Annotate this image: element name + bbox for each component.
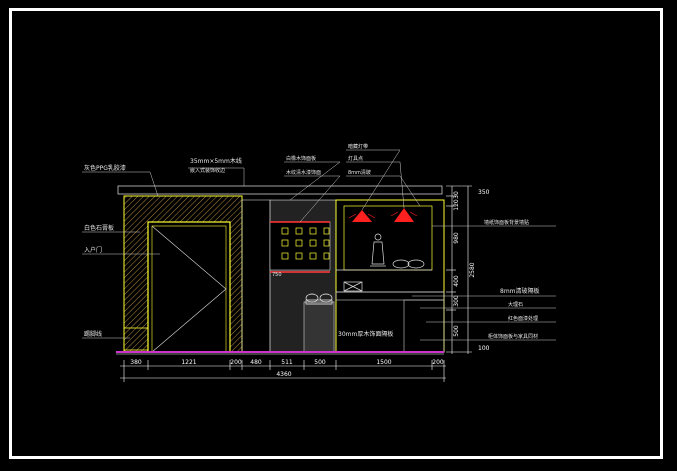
dim-label: 500 <box>314 359 326 366</box>
label-right3: 大理石 <box>508 301 523 308</box>
dimension-chain-right <box>446 185 472 354</box>
vase-decor <box>305 293 333 305</box>
label-left-mid1: 白色石膏板 <box>84 224 114 232</box>
spotlight-left-icon <box>348 210 376 222</box>
door-swing <box>151 225 227 353</box>
column-panel <box>241 199 271 353</box>
label-right1: 墙纸饰面板背景墙贴 <box>484 219 529 226</box>
label-right5: 柜体饰面板与家具同材 <box>488 333 538 340</box>
dim-label: 200 <box>432 359 444 366</box>
label-top-mid2: 白橡木饰面板 <box>286 155 316 162</box>
dim-label: 980 <box>453 232 460 244</box>
dim-label: 1500 <box>376 359 391 366</box>
leaders-right <box>412 225 556 341</box>
dim-label: 400 <box>453 275 460 287</box>
leaders-left <box>82 171 160 339</box>
counter-decor <box>343 281 363 292</box>
dim-total-label: 2580 <box>469 262 476 277</box>
dim-label: 350 <box>478 189 490 196</box>
dimension-labels-right: 30 120 980 400 300 500 2580 350 100 <box>453 189 490 352</box>
label-top-right3: 8mm清玻 <box>348 169 371 176</box>
dim-label: 120 <box>453 199 460 211</box>
drawing-frame <box>9 8 663 459</box>
spotlight-right-icon <box>390 208 418 222</box>
dim-label: 480 <box>250 359 262 366</box>
label-top-mid: 35mm×5mm木线 <box>190 157 242 165</box>
dim-total-label: 4360 <box>276 371 291 378</box>
label-top-mid2-sub: 木纹清水漆饰面 <box>286 169 321 176</box>
statue-figure <box>370 233 386 267</box>
dim-label: 380 <box>130 359 142 366</box>
wall-mark: 750 <box>272 272 282 278</box>
label-shelf-note: 30mm厚木饰面隔板 <box>338 330 393 338</box>
label-left-mid2: 入户门 <box>84 246 102 254</box>
dim-label: 511 <box>281 359 293 366</box>
dim-label: 500 <box>453 325 460 337</box>
label-top-mid-sub: 嵌入式装饰收边 <box>190 167 225 174</box>
label-top-right2: 灯具点 <box>348 155 363 162</box>
dim-label: 200 <box>230 359 242 366</box>
label-right2: 8mm清玻隔板 <box>500 287 540 295</box>
label-top-right1: 暗藏灯带 <box>348 143 368 150</box>
bowls-decor <box>392 259 425 269</box>
ceiling-band <box>117 185 443 195</box>
dim-label: 100 <box>478 345 490 352</box>
door-frame <box>147 221 231 353</box>
dimension-labels-bottom: 380 1221 200 480 511 500 1500 200 4360 <box>130 359 444 378</box>
pedestal <box>303 301 335 353</box>
dimension-chain-bottom <box>120 360 446 382</box>
baseboard-block <box>123 327 149 351</box>
label-left-top: 灰色PPG乳胶漆 <box>84 164 126 172</box>
dim-label: 30 <box>453 191 460 199</box>
dim-label: 300 <box>453 295 460 307</box>
dim-label: 1221 <box>181 359 196 366</box>
label-right4: 红色面漆处理 <box>508 315 538 322</box>
tile-grid <box>281 227 330 260</box>
leaders-top <box>188 149 421 223</box>
display-cabinet <box>335 199 445 353</box>
label-left-bottom: 踢脚线 <box>84 330 102 338</box>
